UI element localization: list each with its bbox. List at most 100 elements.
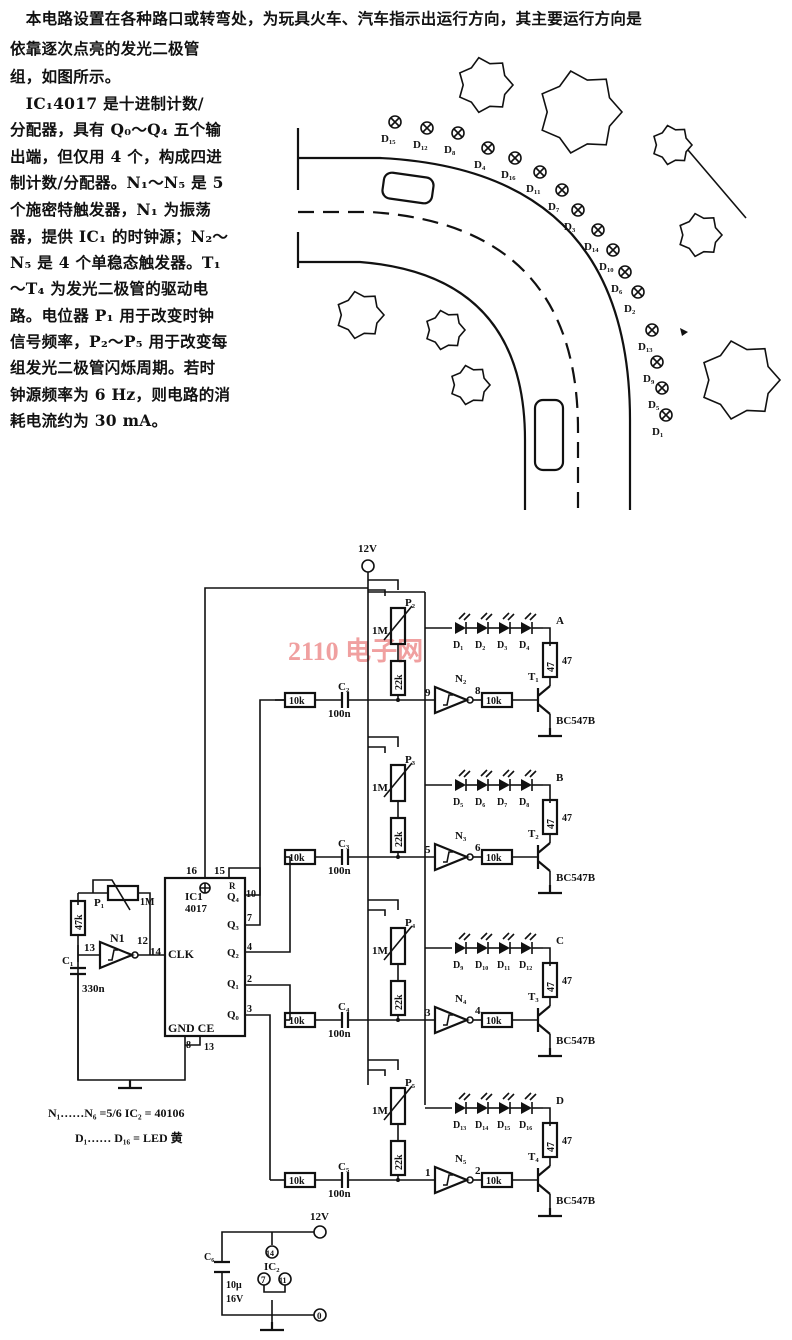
led-label: D₁₁ xyxy=(497,960,510,971)
c6-value: 10μ xyxy=(226,1280,242,1291)
cap-label: C₂ xyxy=(338,681,350,693)
c6-voltage: 16V xyxy=(226,1294,244,1305)
p1-label: P₁ xyxy=(94,897,104,909)
resistor-label: 22k xyxy=(394,674,405,690)
pin-label: 1 xyxy=(425,1167,431,1179)
pin-label: 16 xyxy=(186,865,198,877)
pot-series-resistor: 22k xyxy=(389,659,407,697)
resistor-label: 47 xyxy=(546,1142,557,1152)
pot-series-resistor: 22k xyxy=(389,1139,407,1177)
road-led-label: D₁ xyxy=(652,426,663,438)
transistor-part: BC547B xyxy=(556,1035,596,1047)
capacitor xyxy=(340,692,350,708)
pin-label: 3 xyxy=(247,1004,252,1015)
road-led: D₆ xyxy=(611,265,632,295)
article-line: 制计数/分配器。N₁～N₅ 是 5 xyxy=(10,173,224,192)
transistor-icon xyxy=(536,1005,551,1035)
pin-label: 2 xyxy=(247,974,252,985)
base-resistor: 10k xyxy=(480,848,514,866)
output-label: C xyxy=(556,935,564,947)
transistor-icon xyxy=(536,1165,551,1195)
inverter-label: N₃ xyxy=(455,830,467,842)
pin-label: 13 xyxy=(204,1042,214,1053)
led-label: D₄ xyxy=(519,640,529,651)
cap-value: 100n xyxy=(328,1028,351,1040)
resistor-label: 10k xyxy=(486,1176,502,1187)
road-led: D₂ xyxy=(624,285,645,315)
led-label: D₆ xyxy=(475,797,485,808)
reset-q4-link xyxy=(228,867,261,896)
resistor-label: 22k xyxy=(394,831,405,847)
c1-label: C₁ xyxy=(62,955,73,967)
road-led-label: D₁₅ xyxy=(381,133,396,145)
output-label: B xyxy=(556,772,564,784)
transistor-icon xyxy=(536,842,551,872)
pin-label: 5 xyxy=(425,844,431,856)
led-icon xyxy=(477,932,493,954)
tree-icon xyxy=(679,212,724,258)
wire xyxy=(245,984,291,1020)
road-led: D₁ xyxy=(652,408,673,438)
pin-label: 3 xyxy=(425,1007,431,1019)
output-label: A xyxy=(556,615,564,627)
resistor-label: 47 xyxy=(546,982,557,992)
led-icon xyxy=(521,932,537,954)
reset-label: R xyxy=(229,881,236,891)
led-icon xyxy=(499,1092,515,1114)
n1-label: N1 xyxy=(110,931,125,945)
led-icon xyxy=(499,932,515,954)
resistor-label: 10k xyxy=(289,1176,305,1187)
schmitt-inverter xyxy=(433,842,474,872)
input-resistor: 10k xyxy=(283,691,317,709)
pin-label: 4 xyxy=(475,1005,481,1017)
road-led: D₁₂ xyxy=(413,121,434,151)
tree-icon xyxy=(451,364,492,406)
resistor-label: 22k xyxy=(394,1154,405,1170)
led-resistor: 47 xyxy=(541,641,559,679)
power-supply-label: 12V xyxy=(310,1211,329,1223)
car-bottom xyxy=(533,398,565,472)
wire xyxy=(221,1231,314,1316)
led-label: D₃ xyxy=(497,640,507,651)
ic1-name: IC1 xyxy=(185,891,203,903)
output-pin-label: Q₀ xyxy=(227,1009,240,1021)
p1-value: 1M xyxy=(140,897,155,908)
led-icon xyxy=(455,1092,471,1114)
road-led-label: D₇ xyxy=(548,201,560,213)
pin-label: 7 xyxy=(247,913,252,924)
article-line: N₅ 是 4 个单稳态触发器。T₁ xyxy=(10,253,221,272)
note-ic2: N₁……N₆ =5/6 IC₂ = 40106 xyxy=(48,1106,184,1120)
resistor-label: 47 xyxy=(546,819,557,829)
pot-value: 1M xyxy=(372,945,389,957)
road-led: D₁₅ xyxy=(381,115,402,145)
led-label: D₁₄ xyxy=(475,1120,488,1131)
wire xyxy=(368,736,399,747)
article-line: 组发光二极管闪烁周期。若时 xyxy=(10,358,216,377)
potentiometer xyxy=(383,1085,413,1126)
wire xyxy=(368,1059,399,1070)
led-icon xyxy=(455,612,471,634)
wire xyxy=(368,746,386,753)
output-pin-label: Q₁ xyxy=(227,978,239,990)
led-label: D₁ xyxy=(453,640,463,651)
capacitor xyxy=(340,1012,350,1028)
led-label: D₂ xyxy=(475,640,485,651)
resistor-label: 10k xyxy=(289,696,305,707)
cap-value: 100n xyxy=(328,1188,351,1200)
road-led-label: D₁₄ xyxy=(584,241,599,253)
ic2-pin-icon xyxy=(265,1245,279,1259)
base-resistor: 10k xyxy=(480,1171,514,1189)
led-resistor-value: 47 xyxy=(562,813,572,824)
wire xyxy=(543,1107,551,1126)
resistor-label: 22k xyxy=(394,994,405,1010)
pot-value: 1M xyxy=(372,1105,389,1117)
led-resistor-value: 47 xyxy=(562,656,572,667)
article-line: ～T₄ 为发光二极管的驱动电 xyxy=(10,279,209,298)
led-icon xyxy=(499,612,515,634)
pot-value: 1M xyxy=(372,625,389,637)
c1-value: 330n xyxy=(82,983,105,995)
led-icon xyxy=(477,612,493,634)
capacitor xyxy=(340,1172,350,1188)
article-line: 个施密特触发器，N₁ 为振荡 xyxy=(10,200,212,219)
led-label: D₁₂ xyxy=(519,960,532,971)
